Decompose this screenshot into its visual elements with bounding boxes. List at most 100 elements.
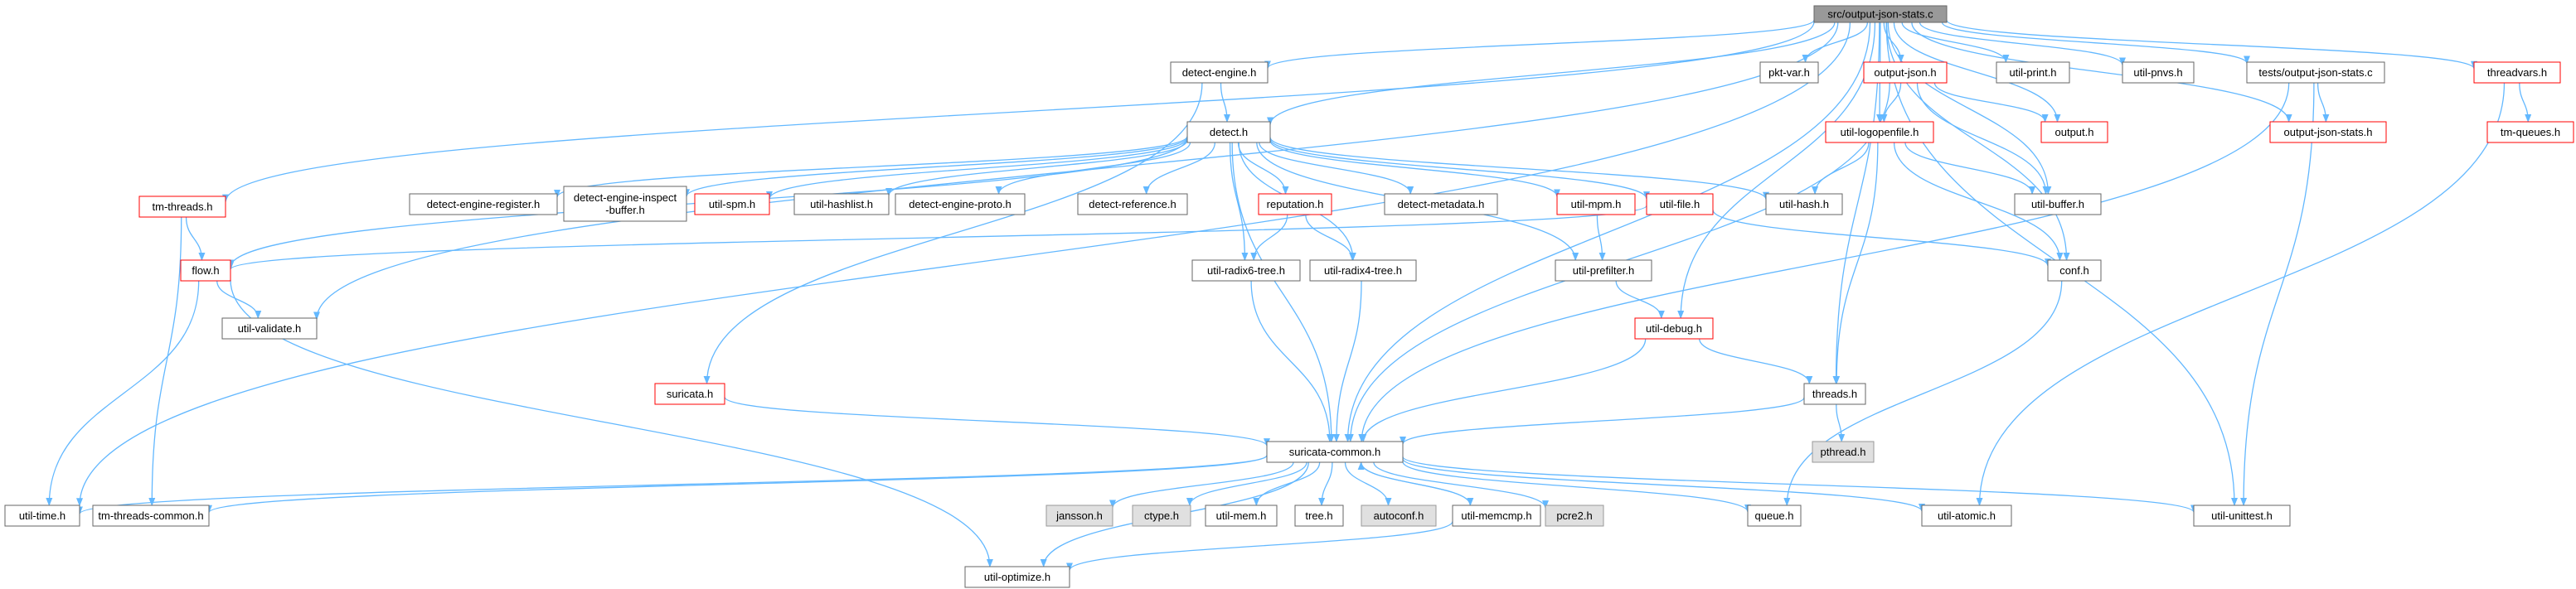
node-pkt-var-h[interactable]: pkt-var.h <box>1759 61 1819 84</box>
node-detect-engine-h[interactable]: detect-engine.h <box>1170 61 1269 84</box>
node-tm-threads-common-h[interactable]: tm-threads-common.h <box>92 505 210 527</box>
node-util-mem-h[interactable]: util-mem.h <box>1205 505 1278 527</box>
edge-flow-to-util-time <box>46 280 200 506</box>
edge-tests-ojs-to-output-json-stats <box>2316 82 2330 123</box>
edge-detect-to-detect-metadata <box>1259 142 1414 195</box>
node-util-memcmp-h[interactable]: util-memcmp.h <box>1452 505 1541 527</box>
node-box <box>2486 121 2574 143</box>
node-util-mpm-h[interactable]: util-mpm.h <box>1556 193 1636 215</box>
node-detect-h[interactable]: detect.h <box>1186 121 1271 143</box>
edge-tests-ojs-to-util-unittest <box>2240 82 2315 506</box>
node-util-prefilter-h[interactable]: util-prefilter.h <box>1555 259 1652 282</box>
edge-root-to-output-json-stats <box>1911 22 2292 123</box>
node-util-buffer-h[interactable]: util-buffer.h <box>2014 193 2102 215</box>
node-label: threadvars.h <box>2487 66 2547 79</box>
node-suricata-common-h[interactable]: suricata-common.h <box>1266 441 1404 463</box>
node-box <box>563 186 687 222</box>
edge-tm-threads-to-tm-threads-common <box>148 216 182 506</box>
node-util-radix6-tree-h[interactable]: util-radix6-tree.h <box>1191 259 1301 282</box>
node-label: -buffer.h <box>605 204 644 216</box>
node-queue-h[interactable]: queue.h <box>1747 505 1802 527</box>
edge-reputation-to-radix4 <box>1305 214 1356 261</box>
node-box <box>1266 441 1404 463</box>
edge-util-debug-to-threads <box>1699 338 1813 384</box>
edge-detect-to-util-hashlist <box>885 139 1188 196</box>
edge-detect-to-der <box>554 136 1188 198</box>
node-flow-h[interactable]: flow.h <box>180 259 231 282</box>
node-util-print-h[interactable]: util-print.h <box>1996 61 2070 84</box>
node-output-h[interactable]: output.h <box>2040 121 2108 143</box>
edge-radix4-to-sc <box>1332 280 1362 442</box>
node-label: queue.h <box>1755 509 1794 522</box>
edge-root-to-util-print <box>1901 22 2010 63</box>
node-conf-h[interactable]: conf.h <box>2047 259 2102 282</box>
node-util-atomic-h[interactable]: util-atomic.h <box>1921 505 2012 527</box>
node-box <box>2246 61 2385 84</box>
node-detect-engine-inspect-buffer-h[interactable]: detect-engine-inspect-buffer.h <box>563 186 687 222</box>
node-detect-engine-register-h[interactable]: detect-engine-register.h <box>409 193 558 215</box>
node-util-validate-h[interactable]: util-validate.h <box>221 317 318 340</box>
node-util-debug-h[interactable]: util-debug.h <box>1634 317 1714 340</box>
nodes-layer: src/output-json-stats.c detect-engine.h pk… <box>4 5 2574 588</box>
edge-sc-to-jansson <box>1109 461 1294 509</box>
node-label: suricata.h <box>667 388 713 400</box>
node-util-optimize-h[interactable]: util-optimize.h <box>964 566 1070 588</box>
node-label: src/output-json-stats.c <box>1827 8 1933 21</box>
node-util-radix4-tree-h[interactable]: util-radix4-tree.h <box>1309 259 1417 282</box>
node-autoconf-h[interactable]: autoconf.h <box>1361 505 1437 527</box>
edge-detect-to-detect-reference <box>1142 142 1215 195</box>
node-util-file-h[interactable]: util-file.h <box>1646 193 1714 215</box>
node-box <box>793 193 890 215</box>
node-util-hashlist-h[interactable]: util-hashlist.h <box>793 193 890 215</box>
node-detect-engine-proto-h[interactable]: detect-engine-proto.h <box>895 193 1026 215</box>
node-suricata-h[interactable]: suricata.h <box>654 383 725 405</box>
node-util-time-h[interactable]: util-time.h <box>4 505 80 527</box>
node-reputation-h[interactable]: reputation.h <box>1258 193 1332 215</box>
node-tree-h[interactable]: tree.h <box>1294 505 1344 527</box>
edge-util-logopenfile-to-util-buffer <box>1904 142 2036 195</box>
node-util-unittest-h[interactable]: util-unittest.h <box>2193 505 2291 527</box>
node-box <box>1825 121 1934 143</box>
node-label: util-time.h <box>19 509 65 522</box>
node-box <box>1765 193 1843 215</box>
node-util-logopenfile-h[interactable]: util-logopenfile.h <box>1825 121 1934 143</box>
node-box <box>654 383 725 405</box>
edge-output-json-to-util-buffer <box>1916 82 2050 195</box>
node-box <box>221 317 318 340</box>
edge-reputation-to-radix6 <box>1250 214 1288 261</box>
node-box <box>1812 441 1875 463</box>
node-box <box>694 193 770 215</box>
node-box <box>1384 193 1498 215</box>
node-util-pnvs-h[interactable]: util-pnvs.h <box>2122 61 2195 84</box>
edge-threads-to-pthread <box>1836 403 1846 442</box>
node-tm-queues-h[interactable]: tm-queues.h <box>2486 121 2574 143</box>
edge-util-logopenfile-to-conf <box>1893 142 2064 261</box>
node-box <box>2040 121 2108 143</box>
node-tests-output-json-stats-c[interactable]: tests/output-json-stats.c <box>2246 61 2385 84</box>
node-label: reputation.h <box>1267 198 1324 210</box>
node-box <box>1921 505 2012 527</box>
node-util-spm-h[interactable]: util-spm.h <box>694 193 770 215</box>
edge-root-to-tests-ojs <box>1941 22 2250 65</box>
node-threadvars-h[interactable]: threadvars.h <box>2473 61 2561 84</box>
edge-util-logopenfile-to-threads <box>1833 142 1879 384</box>
node-src-output-json-stats-c[interactable]: src/output-json-stats.c <box>1813 5 1948 23</box>
node-label: util-pnvs.h <box>2133 66 2182 79</box>
node-detect-metadata-h[interactable]: detect-metadata.h <box>1384 193 1498 215</box>
edge-detect-to-sc <box>1231 142 1335 442</box>
node-box <box>1863 61 1948 84</box>
node-detect-reference-h[interactable]: detect-reference.h <box>1077 193 1188 215</box>
node-output-json-h[interactable]: output-json.h <box>1863 61 1948 84</box>
node-tm-threads-h[interactable]: tm-threads.h <box>138 196 226 218</box>
node-label: tm-threads-common.h <box>98 509 203 522</box>
edge-detect-engine-to-suricata <box>703 82 1203 384</box>
node-label: util-hashlist.h <box>810 198 873 210</box>
node-pthread-h[interactable]: pthread.h <box>1812 441 1875 463</box>
node-pcre2-h[interactable]: pcre2.h <box>1545 505 1604 527</box>
node-jansson-h[interactable]: jansson.h <box>1045 505 1113 527</box>
node-util-hash-h[interactable]: util-hash.h <box>1765 193 1843 215</box>
node-label: detect-engine-register.h <box>427 198 541 210</box>
node-threads-h[interactable]: threads.h <box>1803 383 1866 405</box>
node-output-json-stats-h[interactable]: output-json-stats.h <box>2269 121 2387 143</box>
node-ctype-h[interactable]: ctype.h <box>1132 505 1191 527</box>
